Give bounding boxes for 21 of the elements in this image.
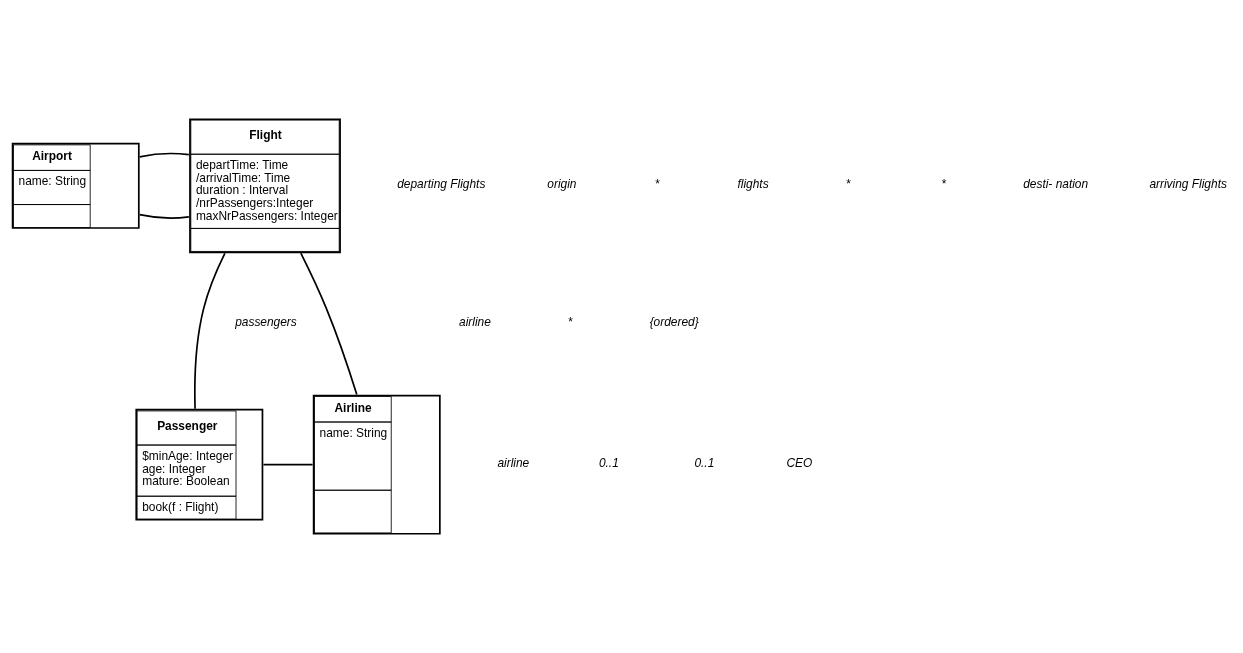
connector [193,252,226,410]
label: departing Flights [397,177,486,192]
label: * [567,315,573,330]
label: origin [547,177,577,192]
label: * [654,177,660,192]
label: 0..1 [598,455,619,470]
connector [138,213,190,219]
connector [262,463,314,466]
label: * [941,177,946,192]
label: * [845,177,851,192]
label: airline [459,315,491,330]
label: {ordered} [649,315,699,330]
label: passengers [235,315,297,330]
label: desti- nation [1023,177,1089,192]
connector [138,152,190,158]
label: CEO [786,455,813,470]
label: airline [497,455,530,470]
label: 0..1 [694,455,715,470]
label: flights [737,177,769,192]
label: arriving Flights [1149,177,1227,192]
connector [300,252,358,396]
